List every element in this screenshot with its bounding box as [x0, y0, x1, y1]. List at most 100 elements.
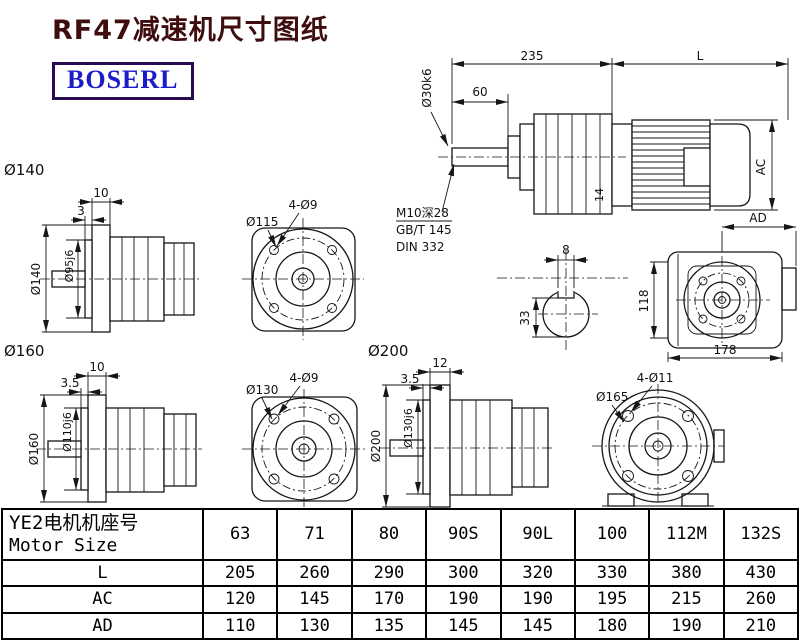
flange: [429, 384, 451, 508]
table-cell: 195: [573, 585, 651, 614]
table-cell: 205: [201, 558, 279, 588]
bolt-hole: [698, 276, 708, 286]
table-cell: 145: [276, 585, 353, 614]
face130-holes-label: 4-Ø9: [289, 371, 318, 385]
foot: [681, 493, 709, 507]
flange140-title: Ø140: [4, 161, 44, 179]
row-label: L: [1, 558, 204, 588]
table-cell: 300: [425, 558, 502, 588]
bolt-hole: [682, 470, 694, 482]
flange140-spigot-label: Ø95j6: [63, 250, 76, 283]
flange160-side-view: Ø160 10 3.5 Ø160: [4, 342, 202, 503]
table-cell: 290: [350, 558, 428, 588]
size-column-header: 90L: [499, 508, 576, 561]
size-column-header: 90S: [425, 508, 502, 561]
dim-3-label: 3: [77, 204, 85, 218]
gear-body-rear: [511, 407, 549, 488]
size-column-header: 71: [276, 508, 353, 561]
din-standard-note: DIN 332: [396, 240, 444, 254]
table-cell: 190: [648, 611, 725, 641]
table-cell: 145: [499, 611, 576, 641]
size-column-header: 63: [201, 508, 279, 561]
face115-holes-label: 4-Ø9: [288, 198, 317, 212]
size-column-header: 112M: [648, 508, 725, 561]
table-row-AD: AD 110 130 135 145 145 180 190 210: [1, 611, 800, 641]
bolt-hole: [268, 473, 280, 485]
dim-3-5-label: 3.5: [60, 376, 79, 390]
face130-bc-label: Ø130: [246, 383, 278, 397]
flange-outline: [251, 227, 356, 332]
face130-view: 4-Ø9 Ø130: [242, 371, 366, 507]
foot: [607, 493, 635, 507]
flange200-title: Ø200: [368, 342, 408, 360]
table-cell: 210: [722, 611, 800, 641]
gb-standard-note: GB/T 145: [396, 223, 452, 237]
dim-L-label: L: [697, 49, 704, 63]
flange140-side-view: Ø140 10 3 Ø140: [4, 161, 200, 333]
dim-8-label: 8: [562, 243, 570, 257]
dim-10-label: 10: [93, 186, 108, 200]
bolt-hole: [736, 314, 746, 324]
table-cell: 260: [722, 585, 800, 614]
gear-body: [449, 399, 513, 496]
rear-end-view: AD 118 178: [637, 211, 797, 362]
bolt-hole: [328, 473, 340, 485]
size-column-header: 80: [350, 508, 428, 561]
table-cell: 145: [425, 611, 502, 641]
row-label: AD: [1, 611, 204, 641]
table-row-AC: AC 120 145 170 190 190 195 215 260: [1, 585, 800, 614]
flange: [91, 224, 111, 333]
face165-bc-label: Ø165: [596, 390, 628, 404]
dim-12-label: 12: [432, 356, 447, 370]
table-cell: 320: [499, 558, 576, 588]
motor-endbell: [611, 123, 633, 207]
bolt-hole: [269, 303, 279, 313]
flange200-spigot-label: Ø130j6: [402, 408, 415, 448]
dim-235-label: 235: [521, 49, 544, 63]
dimension-drawing: 235 L 60 Ø30k6 AC 14 M10深28 GB/T 145 DIN…: [4, 49, 797, 508]
fan-cover: [709, 123, 751, 207]
flange200-side-view: Ø200 12 3.5 Ø200: [368, 342, 552, 508]
keyway-section-view: 8 33: [497, 243, 628, 350]
table-cell: 430: [722, 558, 800, 588]
main-assembly-view: 235 L 60 Ø30k6 AC 14 M10深28 GB/T 145 DIN…: [396, 49, 789, 254]
table-cell: 215: [648, 585, 725, 614]
table-header-row: YE2电机机座号 Motor Size 63 71 80 90S 90L 100…: [1, 508, 800, 561]
table-cell: 180: [573, 611, 651, 641]
motor-size-table: YE2电机机座号 Motor Size 63 71 80 90S 90L 100…: [1, 508, 800, 641]
table-cell: 380: [648, 558, 725, 588]
flange200-od-label: Ø200: [369, 430, 383, 462]
dim-178-label: 178: [714, 343, 737, 357]
thread-note: M10深28: [396, 206, 449, 220]
bolt-hole: [327, 245, 337, 255]
keyway-slot: [557, 291, 575, 299]
bolt-hole: [327, 303, 337, 313]
flange160-spigot-label: Ø110j6: [61, 412, 74, 452]
bolt-hole: [328, 413, 340, 425]
gear-body: [105, 407, 165, 493]
dim-14-label: 14: [593, 188, 606, 202]
bolt-hole: [622, 470, 634, 482]
dim-60-label: 60: [472, 85, 487, 99]
face115-bc-label: Ø115: [246, 215, 278, 229]
table-cell: 170: [350, 585, 428, 614]
table-cell: 190: [425, 585, 502, 614]
dim-AD-label: AD: [749, 211, 766, 225]
flange160-od-label: Ø160: [27, 433, 41, 465]
flange140-od-label: Ø140: [29, 263, 43, 295]
dim-10-label: 10: [89, 360, 104, 374]
dim-118-label: 118: [637, 290, 651, 313]
motor-size-header-en: Motor Size: [9, 535, 118, 557]
size-column-header: 100: [573, 508, 651, 561]
dim-33-label: 33: [518, 310, 532, 325]
bolt-hole: [622, 410, 634, 422]
table-cell: 190: [499, 585, 576, 614]
bolt-hole: [698, 314, 708, 324]
row-label: AC: [1, 585, 204, 614]
flange160-title: Ø160: [4, 342, 44, 360]
table-cell: 260: [276, 558, 353, 588]
motor-size-header-cn: YE2电机机座号: [9, 512, 139, 535]
face115-view: 4-Ø9 Ø115: [242, 198, 364, 340]
table-cell: 130: [276, 611, 353, 641]
